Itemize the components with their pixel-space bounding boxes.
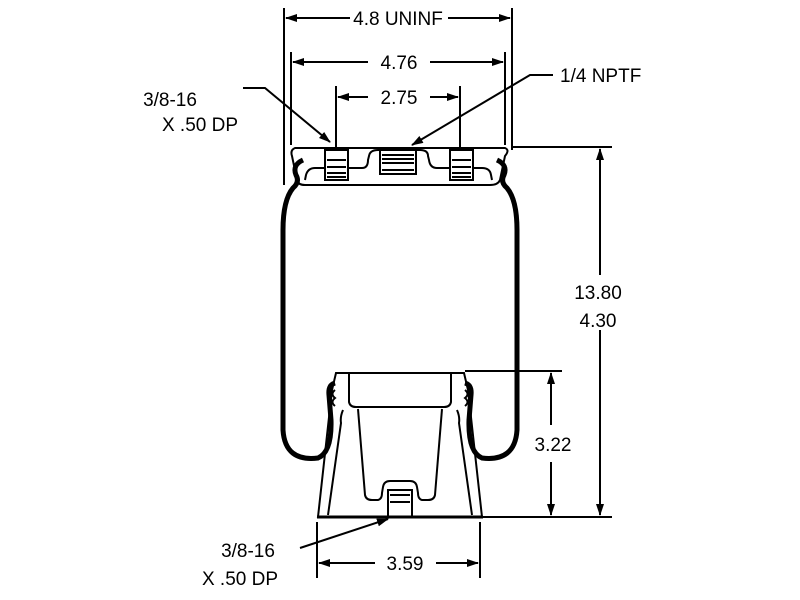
dimension-overall-width: 4.8 UNINF (283, 8, 513, 185)
callout-bottom-thread: 3/8-16 X .50 DP (202, 518, 389, 590)
rubber-bellows (280, 157, 520, 461)
dimension-height: 13.80 4.30 (482, 146, 622, 518)
top-thread-line2: X .50 DP (162, 115, 238, 136)
dimension-piston-base: 3.59 (316, 522, 481, 578)
dimension-stud-spacing: 2.75 (335, 86, 461, 148)
air-fitting-label: 1/4 NPTF (560, 66, 641, 87)
dim-piston-height-label: 3.22 (535, 435, 572, 456)
dim-stud-spacing-label: 2.75 (381, 88, 418, 109)
dimension-plate-width: 4.76 (290, 52, 506, 145)
top-bead-plate (290, 147, 509, 186)
bottom-thread-line2: X .50 DP (202, 569, 278, 590)
dim-overall-width-label: 4.8 UNINF (353, 9, 443, 30)
dim-plate-width-label: 4.76 (381, 53, 418, 74)
callout-air-fitting: 1/4 NPTF (411, 66, 641, 146)
dim-height-min-label: 4.30 (580, 311, 617, 332)
dim-height-max-label: 13.80 (574, 283, 622, 304)
callout-top-thread: 3/8-16 X .50 DP (143, 87, 331, 143)
piston (316, 372, 484, 519)
top-thread-line1: 3/8-16 (143, 90, 197, 111)
dim-piston-base-label: 3.59 (387, 554, 424, 575)
bottom-thread-line1: 3/8-16 (221, 541, 275, 562)
dimension-piston-height: 3.22 (465, 370, 572, 516)
